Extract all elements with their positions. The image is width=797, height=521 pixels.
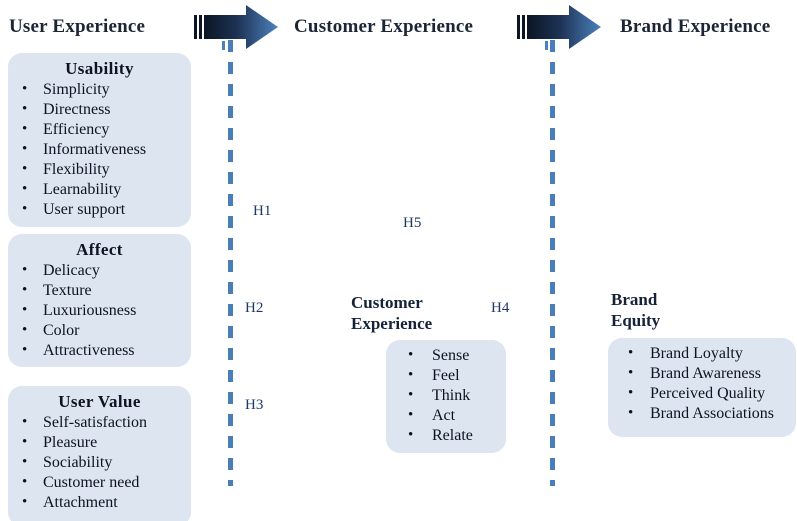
list-item: Delicacy (8, 260, 191, 281)
box-affect-title: Affect (76, 240, 123, 259)
list-item: Color (8, 320, 191, 341)
right-arrow-cx-to-bx (517, 3, 605, 51)
list-item: User support (8, 199, 191, 220)
list-item: Brand Awareness (608, 363, 796, 384)
list-item: Simplicity (8, 79, 191, 100)
hypothesis-label-h5: H5 (401, 214, 424, 232)
dashed-separator-right (550, 40, 555, 486)
column-header-customer-experience: Customer Experience (294, 16, 474, 37)
hypothesis-label-h4: H4 (489, 299, 512, 317)
list-item: Luxuriousness (8, 300, 191, 321)
box-customer-experience-list: Sense Feel Think Act Relate (386, 345, 506, 446)
construct-title-customer-experience: Customer Experience (351, 293, 433, 333)
list-item: Pleasure (8, 432, 191, 453)
box-usability-title: Usability (65, 59, 134, 78)
box-user-value-title: User Value (58, 392, 141, 411)
box-customer-experience: Sense Feel Think Act Relate (386, 340, 506, 453)
list-item: Efficiency (8, 119, 191, 140)
box-user-value: User Value Self-satisfaction Pleasure So… (8, 386, 191, 521)
list-item: Texture (8, 280, 191, 301)
hypothesis-label-h3: H3 (243, 396, 266, 414)
construct-title-brand-equity: Brand Equity (611, 290, 661, 330)
box-user-value-list: Self-satisfaction Pleasure Sociability C… (8, 412, 191, 513)
list-item: Flexibility (8, 159, 191, 180)
box-brand-equity-list: Brand Loyalty Brand Awareness Perceived … (608, 343, 796, 424)
list-item: Brand Loyalty (608, 343, 796, 364)
list-item: Learnability (8, 179, 191, 200)
list-item: Perceived Quality (608, 383, 796, 404)
list-item: Attachment (8, 492, 191, 513)
hypothesis-label-h1: H1 (251, 202, 274, 220)
list-item: Self-satisfaction (8, 412, 191, 433)
list-item: Sense (386, 345, 506, 366)
list-item: Customer need (8, 472, 191, 493)
list-item: Brand Associations (608, 403, 796, 424)
list-item: Sociability (8, 452, 191, 473)
column-header-brand-experience: Brand Experience (620, 16, 771, 37)
list-item: Think (386, 385, 506, 406)
hypothesis-label-h2: H2 (243, 299, 266, 317)
list-item: Informativeness (8, 139, 191, 160)
list-item: Feel (386, 365, 506, 386)
box-usability: Usability Simplicity Directness Efficien… (8, 53, 191, 227)
column-header-user-experience: User Experience (9, 16, 146, 37)
box-affect: Affect Delicacy Texture Luxuriousness Co… (8, 234, 191, 367)
right-arrow-ux-to-cx (194, 3, 282, 51)
list-item: Directness (8, 99, 191, 120)
list-item: Relate (386, 425, 506, 446)
box-brand-equity: Brand Loyalty Brand Awareness Perceived … (608, 338, 796, 437)
dashed-separator-left (228, 40, 233, 486)
box-usability-list: Simplicity Directness Efficiency Informa… (8, 79, 191, 220)
list-item: Attractiveness (8, 340, 191, 361)
box-affect-list: Delicacy Texture Luxuriousness Color Att… (8, 260, 191, 361)
list-item: Act (386, 405, 506, 426)
